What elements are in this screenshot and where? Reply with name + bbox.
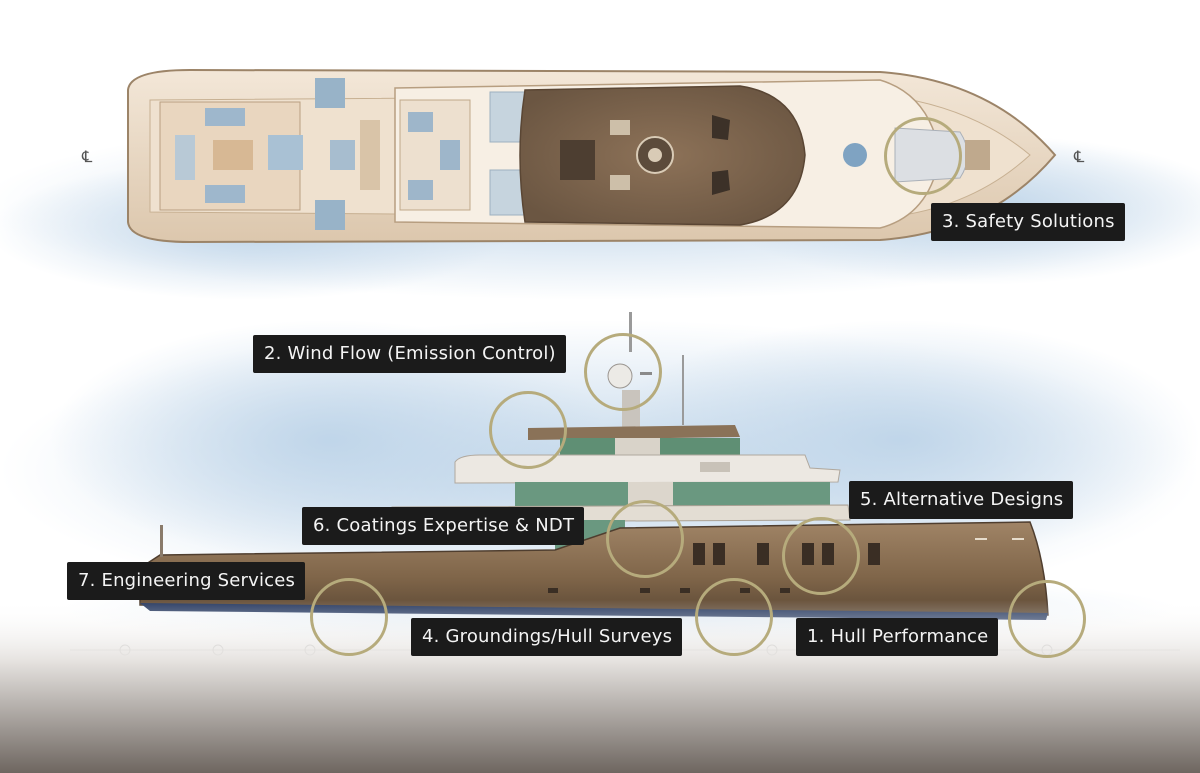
ring-engineering	[310, 578, 388, 656]
svg-text:℄: ℄	[81, 147, 93, 166]
svg-text:℄: ℄	[1073, 147, 1085, 166]
ring-wind-flow-deck	[489, 391, 567, 469]
callout-groundings-hull-surveys: 4. Groundings/Hull Surveys	[411, 618, 683, 656]
ring-safety-solutions	[884, 117, 962, 195]
callout-wind-flow: 2. Wind Flow (Emission Control)	[253, 335, 566, 373]
callout-alternative-designs: 5. Alternative Designs	[849, 481, 1074, 519]
callout-hull-performance: 1. Hull Performance	[796, 618, 999, 656]
callout-coatings-expertise: 6. Coatings Expertise & NDT	[302, 507, 585, 545]
ring-groundings	[695, 578, 773, 656]
ring-hull-performance	[1008, 580, 1086, 658]
ring-coatings	[606, 500, 684, 578]
callout-engineering-services: 7. Engineering Services	[67, 562, 306, 600]
ring-wind-flow-mast	[584, 333, 662, 411]
ring-alternative-designs	[782, 517, 860, 595]
callout-safety-solutions: 3. Safety Solutions	[931, 203, 1125, 241]
